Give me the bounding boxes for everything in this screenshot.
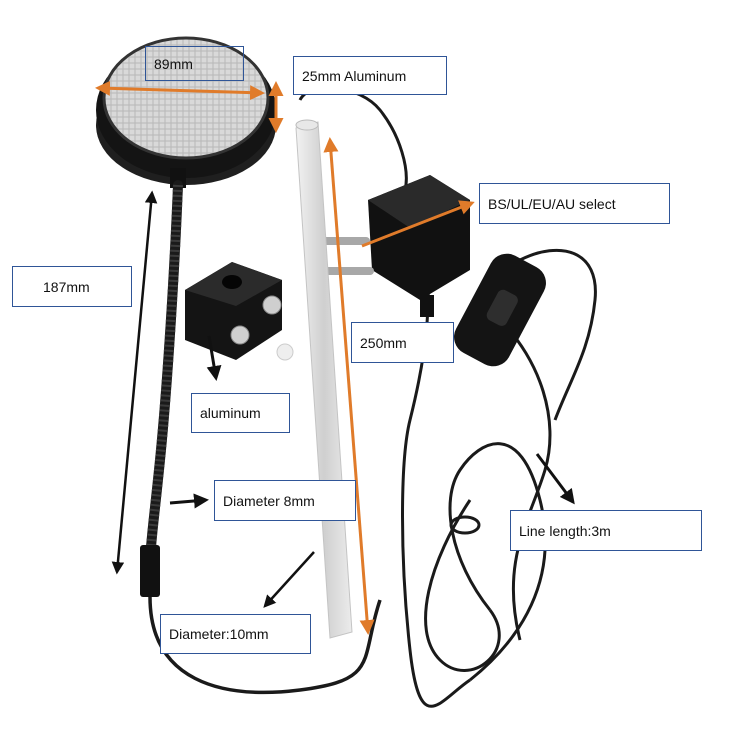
clip-pointer-arrow [206,335,222,381]
rod-length-label: 250mm [351,322,454,363]
head-diameter-label: 89mm [145,46,244,81]
line-length-label: Line length:3m [510,510,702,551]
inline-switch [454,253,546,367]
neck-diameter-label: Diameter 8mm [214,480,356,521]
plug-pointer-arrow [361,200,475,248]
cord-pointer-arrow [535,453,575,505]
power-adapter [318,175,470,317]
neck-length-label: 187mm [12,266,132,307]
mounting-clip [185,262,294,361]
rod-length-arrow [323,137,375,635]
neck-pointer-arrow [169,493,209,509]
rod-material-label: 25mm Aluminum [293,56,447,95]
neck-length-arrow [111,190,158,575]
plug-select-label: BS/UL/EU/AU select [479,183,670,224]
rod-diameter-label: Diameter:10mm [160,614,311,654]
rod-diameter-pointer-arrow [263,551,315,608]
head-diameter-arrow [95,80,265,101]
gooseneck-base [140,545,160,597]
power-cord [148,596,382,695]
clip-material-label: aluminum [191,393,290,433]
aluminum-rod [295,119,353,639]
